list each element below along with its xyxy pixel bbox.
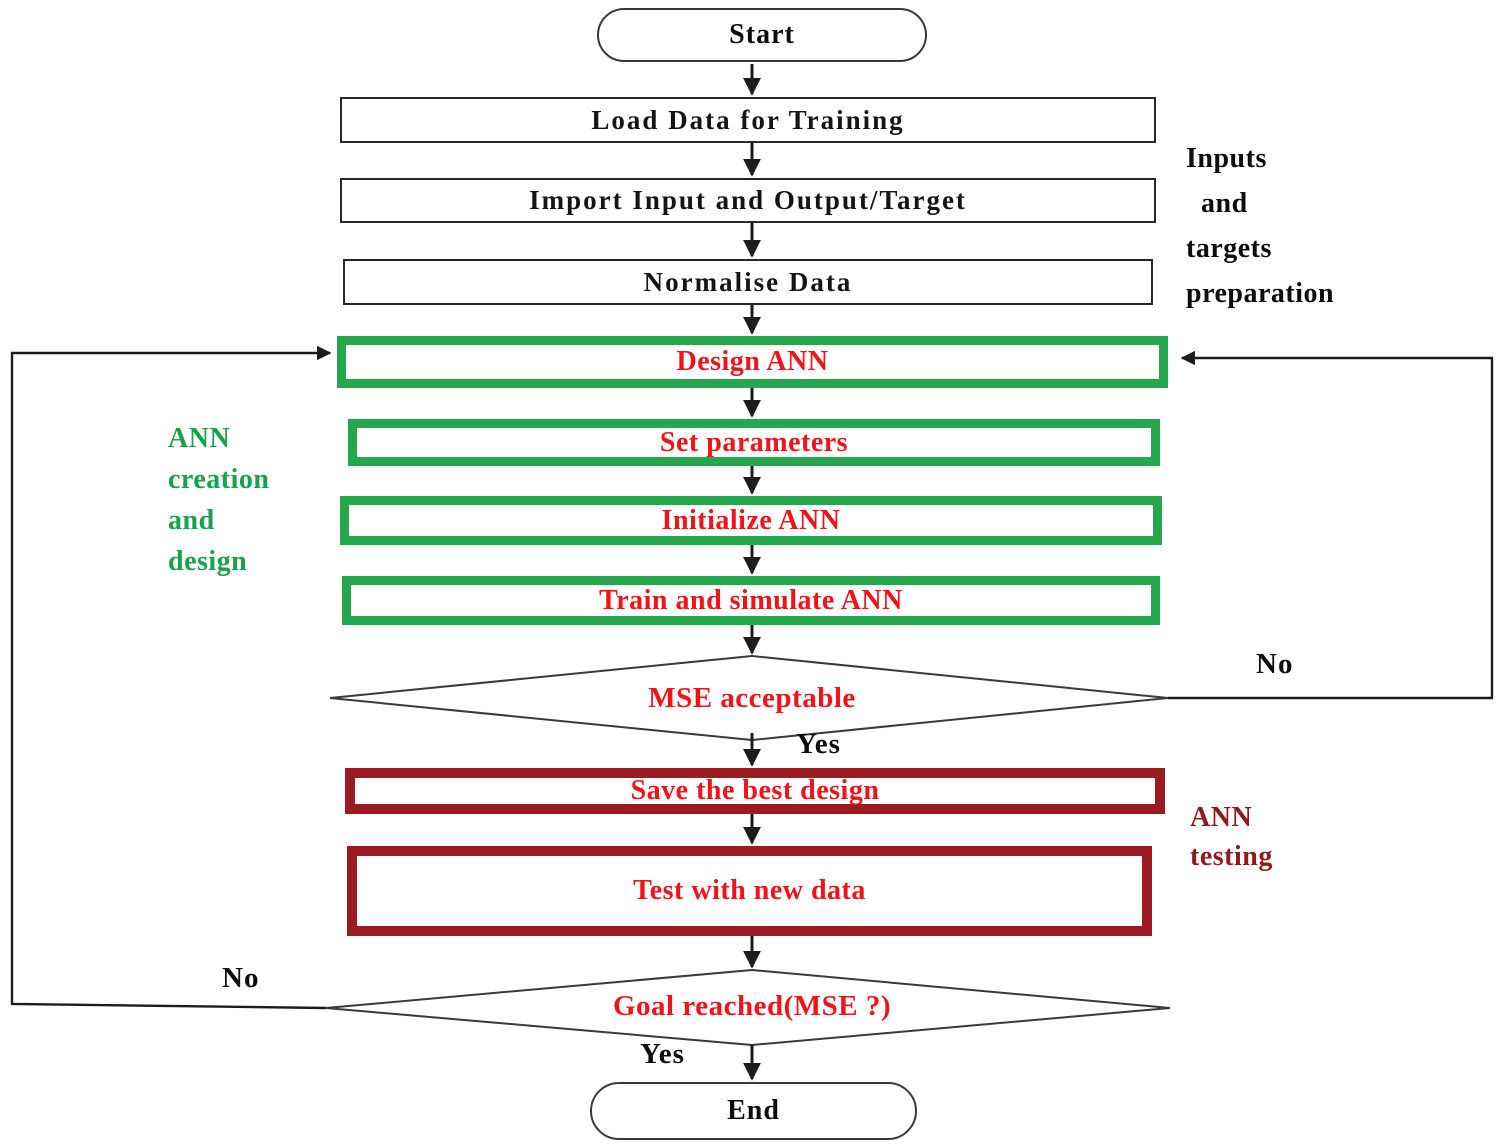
node-mse-decision-label: MSE acceptable (648, 682, 856, 714)
node-start: Start (597, 8, 927, 62)
edge-label-mse-yes: Yes (796, 728, 841, 760)
node-normalise: Normalise Data (343, 259, 1153, 305)
annotation-ann-testing: ANN testing (1190, 802, 1273, 872)
node-train-simulate: Train and simulate ANN (342, 576, 1160, 625)
node-goal-decision-label: Goal reached(MSE ?) (613, 990, 891, 1022)
edge-label-goal-no: No (222, 962, 260, 994)
edge-label-goal-yes: Yes (640, 1038, 685, 1070)
edge-label-mse-no: No (1256, 648, 1294, 680)
node-initialize-ann: Initialize ANN (340, 496, 1162, 545)
annotation-inputs-targets-preparation: Inputs and targets preparation (1186, 143, 1335, 309)
node-test-new-data: Test with new data (347, 846, 1152, 936)
node-end: End (590, 1082, 917, 1140)
edge-goal-no-loop (10, 345, 332, 1010)
node-save-design: Save the best design (345, 768, 1165, 814)
annotation-ann-creation-design: ANN creation and design (168, 423, 270, 577)
node-import-io: Import Input and Output/Target (340, 178, 1156, 223)
edge-mse-no-loop (1168, 350, 1494, 700)
node-load-data: Load Data for Training (340, 97, 1156, 143)
node-set-parameters: Set parameters (348, 419, 1160, 466)
node-design-ann: Design ANN (337, 336, 1168, 388)
